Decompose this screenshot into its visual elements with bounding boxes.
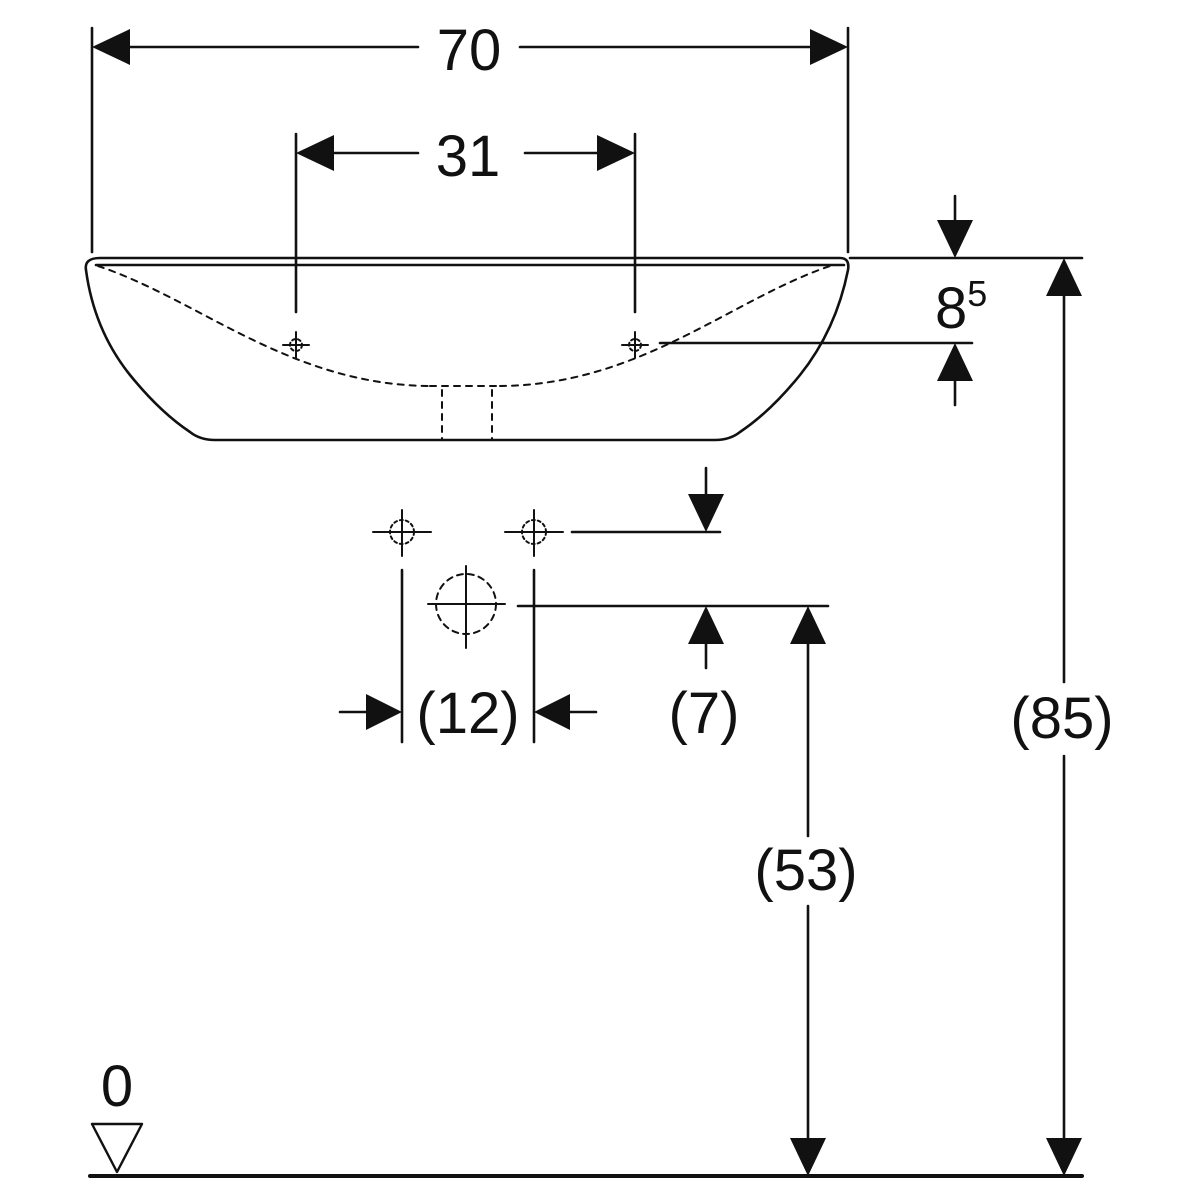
- tap-hole-left-icon: [282, 331, 310, 359]
- arrow-right-icon: [810, 29, 848, 65]
- rim-to-tap-superscript: 5: [967, 273, 987, 314]
- tap-spacing-label: 31: [436, 124, 501, 189]
- rim-height-label: (85): [1010, 686, 1113, 751]
- rim-to-tap-dimension: [658, 194, 1084, 407]
- supply-spacing-label: (12): [416, 681, 519, 746]
- tap-hole-right-icon: [621, 331, 649, 359]
- arrow-down-icon: [1046, 1138, 1082, 1176]
- waste-height-label: (53): [754, 838, 857, 903]
- supply-right-icon: [504, 509, 564, 557]
- width-dimension: [90, 26, 850, 254]
- arrow-left-icon: [92, 29, 130, 65]
- floor-level-label: 0: [101, 1054, 133, 1119]
- tap-spacing-dimension: [294, 132, 637, 314]
- supply-left-icon: [372, 509, 432, 557]
- rim-to-tap-base: 8: [935, 276, 967, 341]
- arrow-left-icon: [534, 694, 570, 730]
- arrow-down-icon: [790, 1138, 826, 1176]
- arrow-up-icon: [937, 343, 973, 381]
- overall-width-label: 70: [437, 18, 502, 83]
- supply-to-waste-label: (7): [669, 681, 740, 746]
- arrow-up-icon: [688, 606, 724, 644]
- arrow-right-icon: [597, 135, 635, 171]
- waste-outlet-icon: [427, 565, 506, 649]
- arrow-right-icon: [366, 694, 402, 730]
- supply-to-waste-dimension: [516, 466, 830, 670]
- floor-level-triangle-icon: [90, 1122, 144, 1174]
- arrow-down-icon: [937, 220, 973, 258]
- basin-outline: [84, 256, 850, 442]
- arrow-left-icon: [296, 135, 334, 171]
- arrow-down-icon: [688, 494, 724, 532]
- rim-to-tap-label: 85: [935, 273, 987, 341]
- basin-bowl-hidden-line: [97, 265, 831, 441]
- arrow-up-icon: [1046, 258, 1082, 296]
- supply-spacing-dimension: [338, 568, 598, 744]
- arrow-up-icon: [790, 606, 826, 644]
